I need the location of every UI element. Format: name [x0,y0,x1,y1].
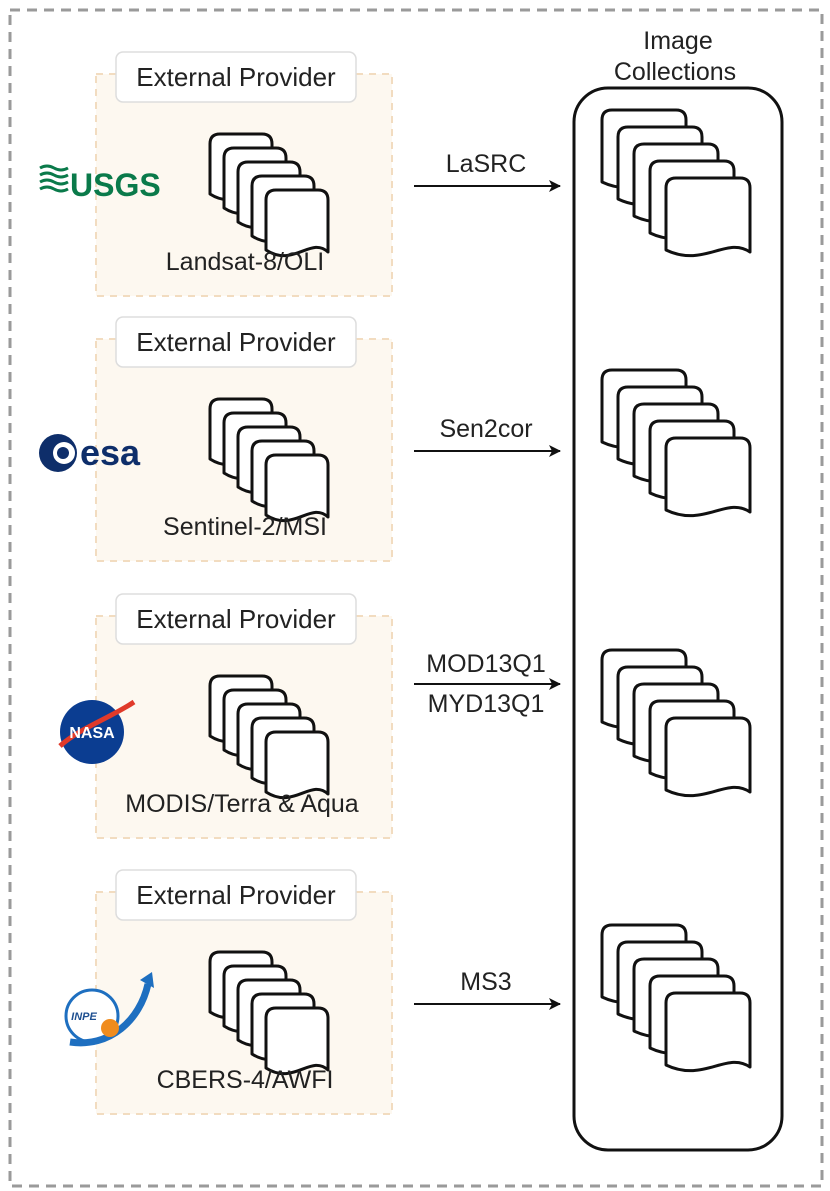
provider-label-box [115,316,357,368]
process-label: Sen2cor [439,415,532,443]
sensor-label: Sentinel-2/MSI [163,513,327,541]
svg-text:INPE: INPE [71,1011,97,1023]
collections-title-line2: Collections [614,58,736,86]
collection-doc-stack-icon [600,648,752,798]
collection-doc-stack-icon [600,108,752,258]
provider-label: External Provider [136,327,336,357]
sensor-label: CBERS-4/AWFI [157,1066,334,1094]
source-doc-stack-icon [208,132,330,258]
image-collections-box [572,86,784,1152]
svg-text:NASA: NASA [69,725,115,742]
source-doc-stack-icon [208,397,330,523]
process-label: MS3 [460,968,511,996]
provider-label-box [115,51,357,103]
sensor-label: MODIS/Terra & Aqua [125,790,359,818]
process-label-secondary: MYD13Q1 [428,690,545,718]
outer-frame [8,8,824,1188]
collection-doc-stack-icon [600,368,752,518]
provider-logo-icon: USGS [39,164,161,203]
provider-label-box [115,593,357,645]
collections-title-line1: Image [643,27,712,55]
process-label: LaSRC [446,150,527,178]
source-doc-stack-icon [208,674,330,800]
provider-label-box [115,869,357,921]
provider-logo-icon: INPE [64,972,154,1047]
source-doc-stack-icon [208,950,330,1076]
sensor-label: Landsat-8/OLI [166,248,324,276]
provider-label: External Provider [136,62,336,92]
provider-label: External Provider [136,880,336,910]
collection-doc-stack-icon [600,923,752,1073]
svg-text:USGS: USGS [70,167,161,203]
provider-logo-icon: esa [39,432,141,473]
svg-text:esa: esa [80,432,141,473]
process-label: MOD13Q1 [426,650,545,678]
provider-logo-icon: NASA [58,699,136,764]
provider-label: External Provider [136,604,336,634]
